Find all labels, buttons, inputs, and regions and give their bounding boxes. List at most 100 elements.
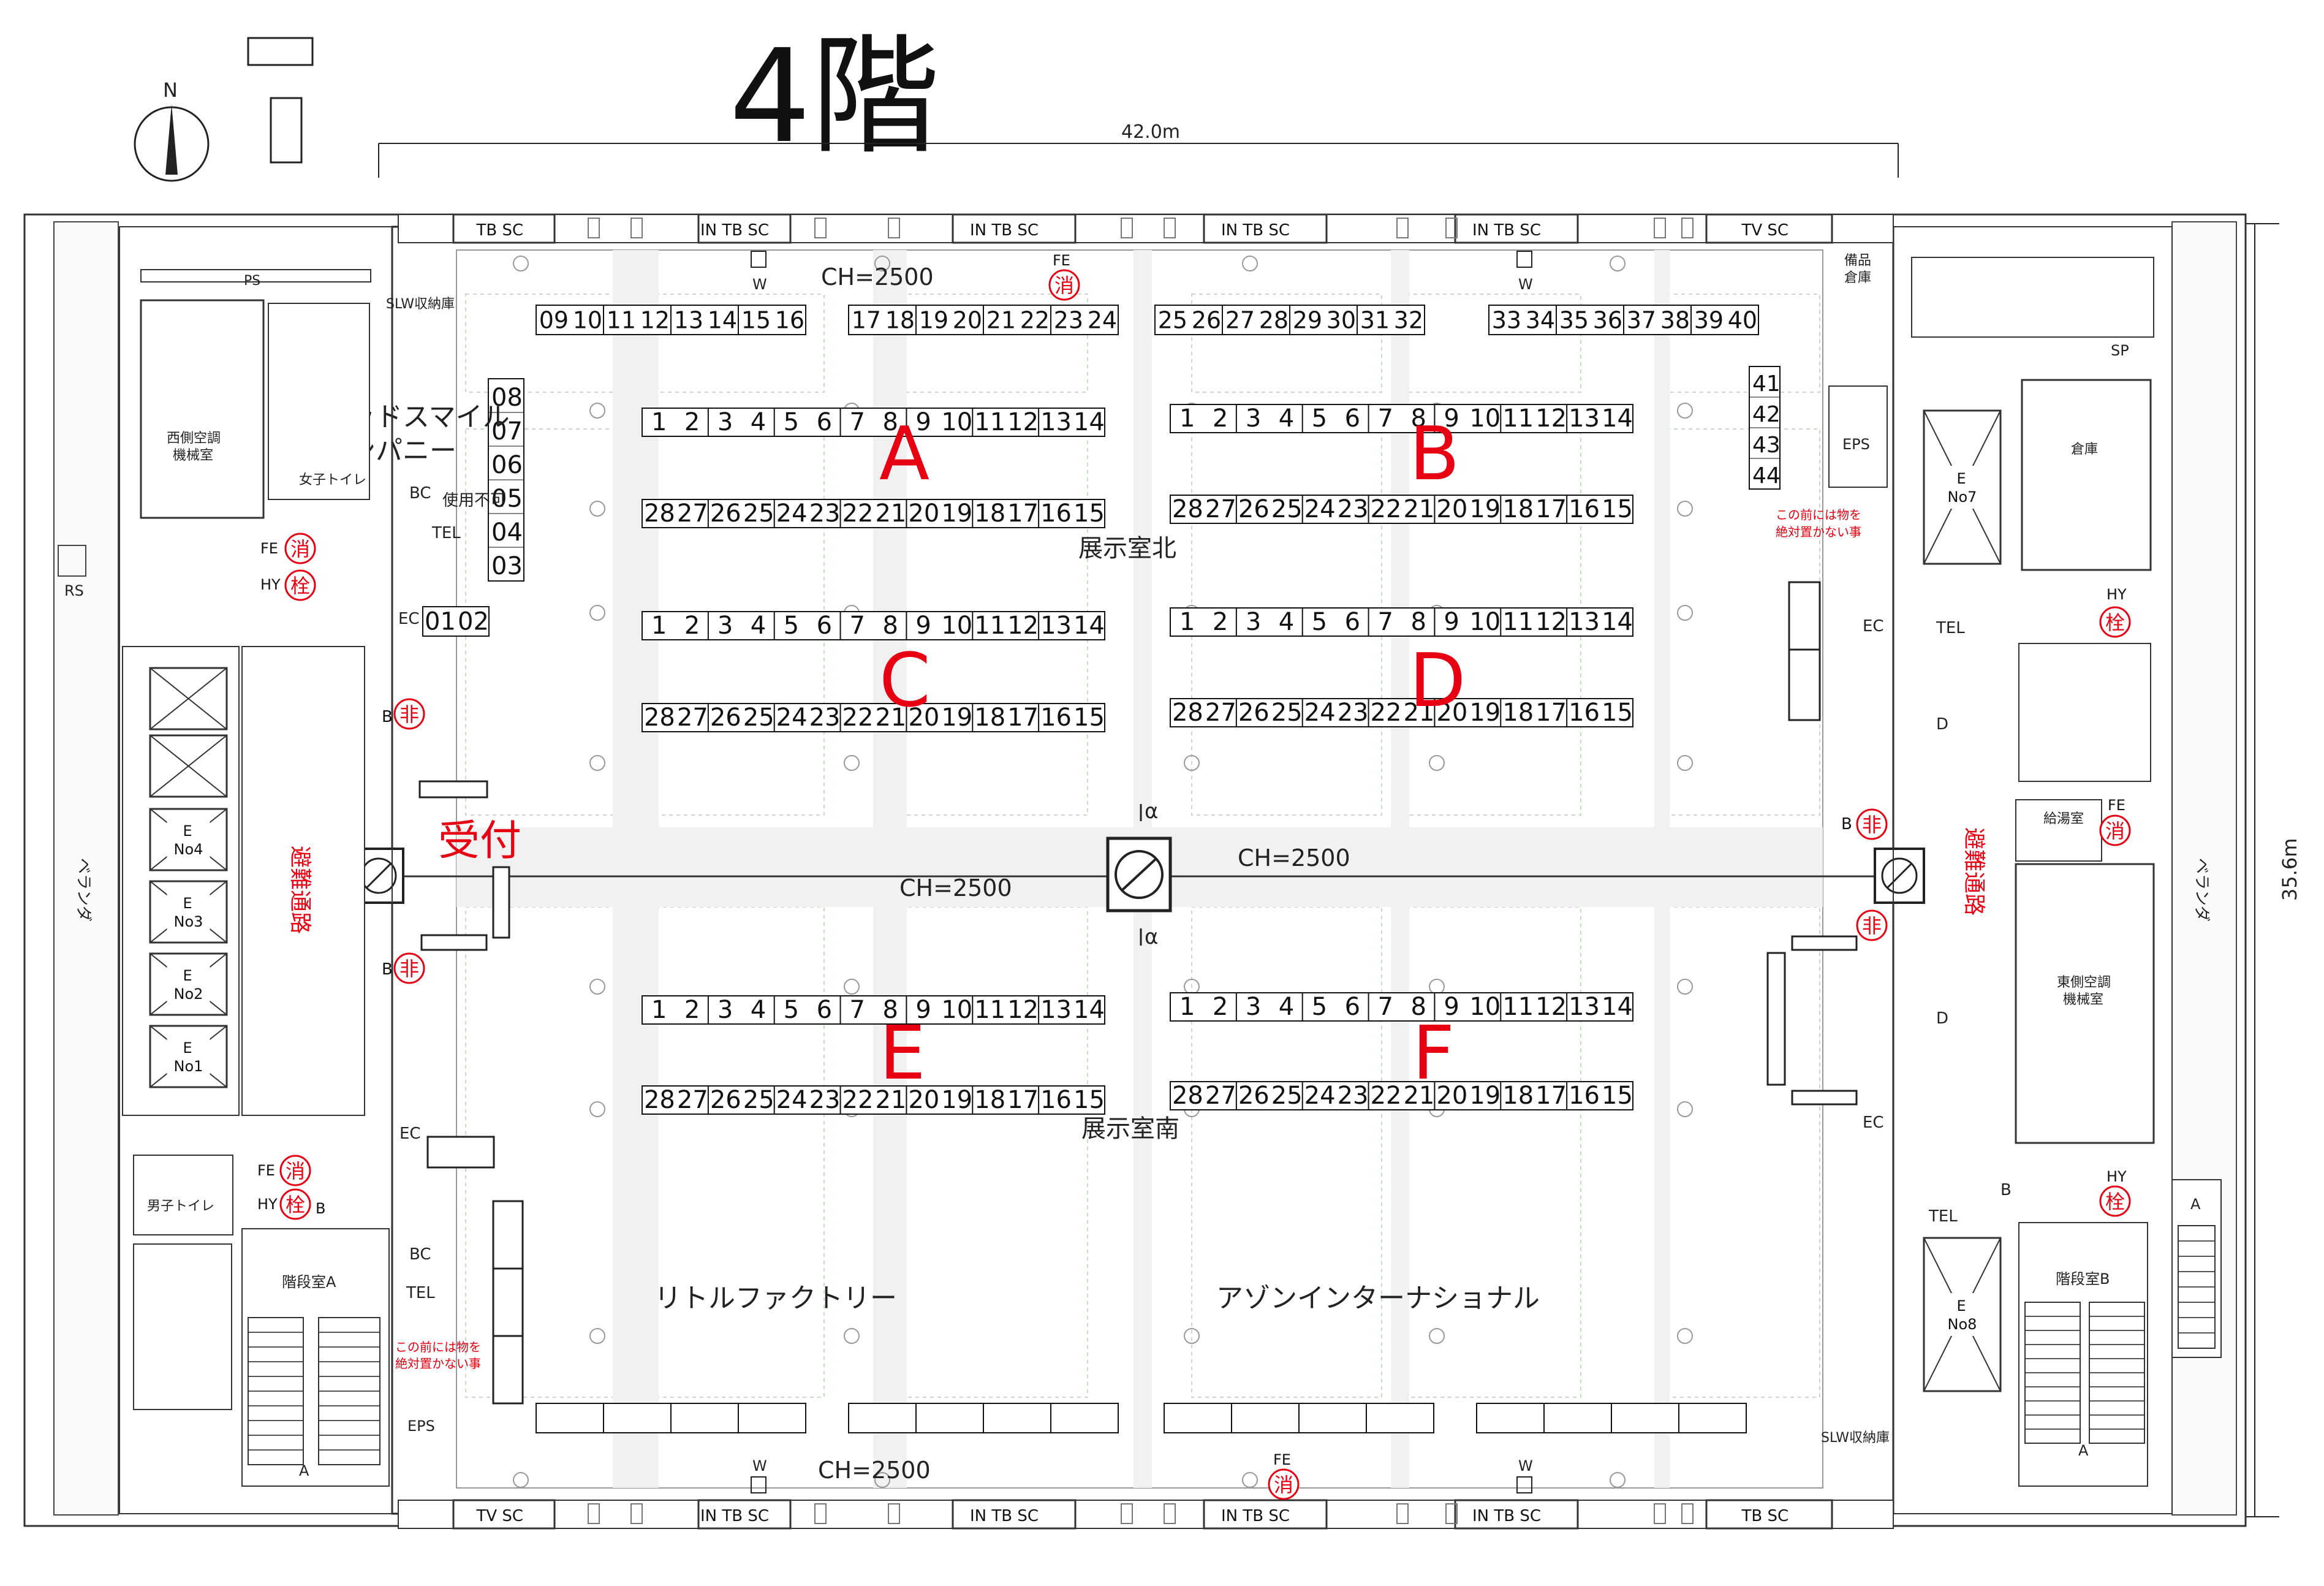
booth-cell-east: 43	[1752, 433, 1781, 458]
booth-cell: 4	[1279, 993, 1294, 1021]
booth-cell: 8	[882, 612, 898, 640]
booth-cell-west: 08	[491, 384, 523, 412]
booth-cell: 9	[1444, 993, 1459, 1021]
ec-label-4: EC	[1863, 1114, 1884, 1132]
booth-cell: 24	[776, 1086, 808, 1114]
booth-cell: 11	[1502, 608, 1534, 636]
booth-cell: 20	[1436, 495, 1467, 523]
booth-cell: 22	[1371, 495, 1402, 523]
fire-extinguisher-marker: 消	[286, 1159, 305, 1183]
booth-cell: 27	[677, 499, 708, 528]
booth-cell: 16	[1040, 704, 1072, 732]
booth-cell-north: 37	[1627, 306, 1656, 333]
booth-cell: 25	[1271, 495, 1303, 523]
booth-cell: 25	[1271, 1082, 1303, 1110]
booth-cell: 4	[751, 996, 766, 1024]
booth-cell: 16	[1040, 1086, 1072, 1114]
booth-cell-north: 18	[885, 306, 915, 333]
ceiling-height-center-east: CH=2500	[1238, 844, 1350, 871]
booth-cell: 1	[1179, 608, 1195, 636]
booth-cell: 24	[776, 499, 808, 528]
booth-cell: 17	[1535, 495, 1567, 523]
supplies-label-1: 備品	[1844, 253, 1871, 268]
zone-label-b[interactable]: B	[1409, 412, 1459, 497]
booth-cell: 23	[1338, 1082, 1369, 1110]
booth-cell: 21	[875, 704, 906, 732]
storage-room	[2021, 379, 2152, 571]
stair-a-steps	[248, 1317, 380, 1465]
booth-cell: 12	[1007, 996, 1039, 1024]
booth-cell: 26	[1238, 495, 1270, 523]
ec-label-3: EC	[1863, 617, 1884, 636]
booth-cell-north: 10	[573, 306, 602, 333]
reception-label[interactable]: 受付	[438, 817, 521, 865]
booth-cell: 7	[1378, 608, 1393, 636]
company-little-factory[interactable]: リトルファクトリー	[654, 1283, 897, 1314]
west-ac-label-2: 機械室	[173, 448, 213, 463]
booth-cell: 27	[677, 704, 708, 732]
booth-cell-north: 38	[1660, 306, 1690, 333]
booth-cell: 21	[875, 1086, 906, 1114]
booth-cell: 15	[1602, 495, 1633, 523]
booth-cell-west: 01	[425, 607, 456, 636]
hydrant-marker: 栓	[2105, 611, 2125, 634]
window-label: IN TB SC	[700, 221, 769, 240]
booth-cell: 21	[1403, 495, 1434, 523]
booth-cell: 22	[842, 704, 874, 732]
window-label: IN TB SC	[970, 221, 1039, 240]
elevator-letter: E	[183, 822, 192, 840]
zone-label-a[interactable]: A	[879, 412, 929, 497]
supplies-label-2: 倉庫	[1844, 270, 1871, 286]
booth-cell: 13	[1040, 408, 1072, 436]
booth-cell: 14	[1073, 408, 1105, 436]
booth-cell-north: 22	[1020, 306, 1050, 333]
womens-toilet-label: 女子トイレ	[299, 472, 366, 488]
booth-cell-north: 24	[1088, 306, 1117, 333]
elevator-letter: E	[183, 967, 192, 984]
booth-cell: 9	[1444, 608, 1459, 636]
booth-cell: 10	[1469, 404, 1501, 433]
booth-cell: 7	[850, 408, 865, 436]
booth-cell: 28	[644, 1086, 675, 1114]
booth-cell: 26	[710, 1086, 741, 1114]
booth-cell: 20	[908, 1086, 939, 1114]
booth-cell-west: 06	[491, 451, 523, 479]
booth-cell: 11	[1502, 993, 1534, 1021]
booth-cell: 3	[1246, 404, 1261, 433]
booth-cell-east: 42	[1752, 402, 1781, 427]
booth-cell: 17	[1007, 1086, 1039, 1114]
west-ac-label-1: 西側空調	[167, 431, 221, 446]
booth-cell: 19	[1469, 1082, 1501, 1110]
center-column	[1106, 837, 1172, 913]
booth-cell: 28	[1172, 1082, 1203, 1110]
zone-label-e[interactable]: E	[879, 1011, 926, 1096]
depth-dimension: 35.6m	[2278, 838, 2301, 901]
tel-label-1: TEL	[431, 524, 461, 542]
zone-label-c[interactable]: C	[879, 639, 931, 724]
zone-label-f[interactable]: F	[1412, 1011, 1455, 1096]
elevator-letter: E	[183, 895, 192, 912]
booth-cell: 23	[1338, 495, 1369, 523]
booth-cell: 28	[1172, 699, 1203, 727]
booth-cell: 20	[908, 704, 939, 732]
booth-cell: 4	[751, 408, 766, 436]
east-veranda-stair-letter: A	[2190, 1196, 2201, 1213]
zone-label-d[interactable]: D	[1409, 639, 1466, 724]
sp-label: SP	[2111, 342, 2129, 359]
booth-cell: 8	[882, 408, 898, 436]
booth-cell: 8	[1410, 993, 1426, 1021]
elevator-letter: E	[1957, 470, 1966, 487]
fe-label: FE	[1053, 252, 1070, 269]
booth-cell-north: 12	[640, 306, 670, 333]
booth-cell-north: 19	[919, 306, 948, 333]
company-azone[interactable]: アゾンインターナショナル	[1216, 1283, 1540, 1314]
booth-cell: 13	[1569, 608, 1600, 636]
legend-box-1	[247, 37, 314, 66]
window-label: TV SC	[476, 1507, 524, 1525]
booth-cell-north: 34	[1526, 306, 1555, 333]
compass-icon: N	[134, 78, 210, 182]
booth-cell: 11	[974, 612, 1005, 640]
window-label: IN TB SC	[970, 1507, 1039, 1525]
